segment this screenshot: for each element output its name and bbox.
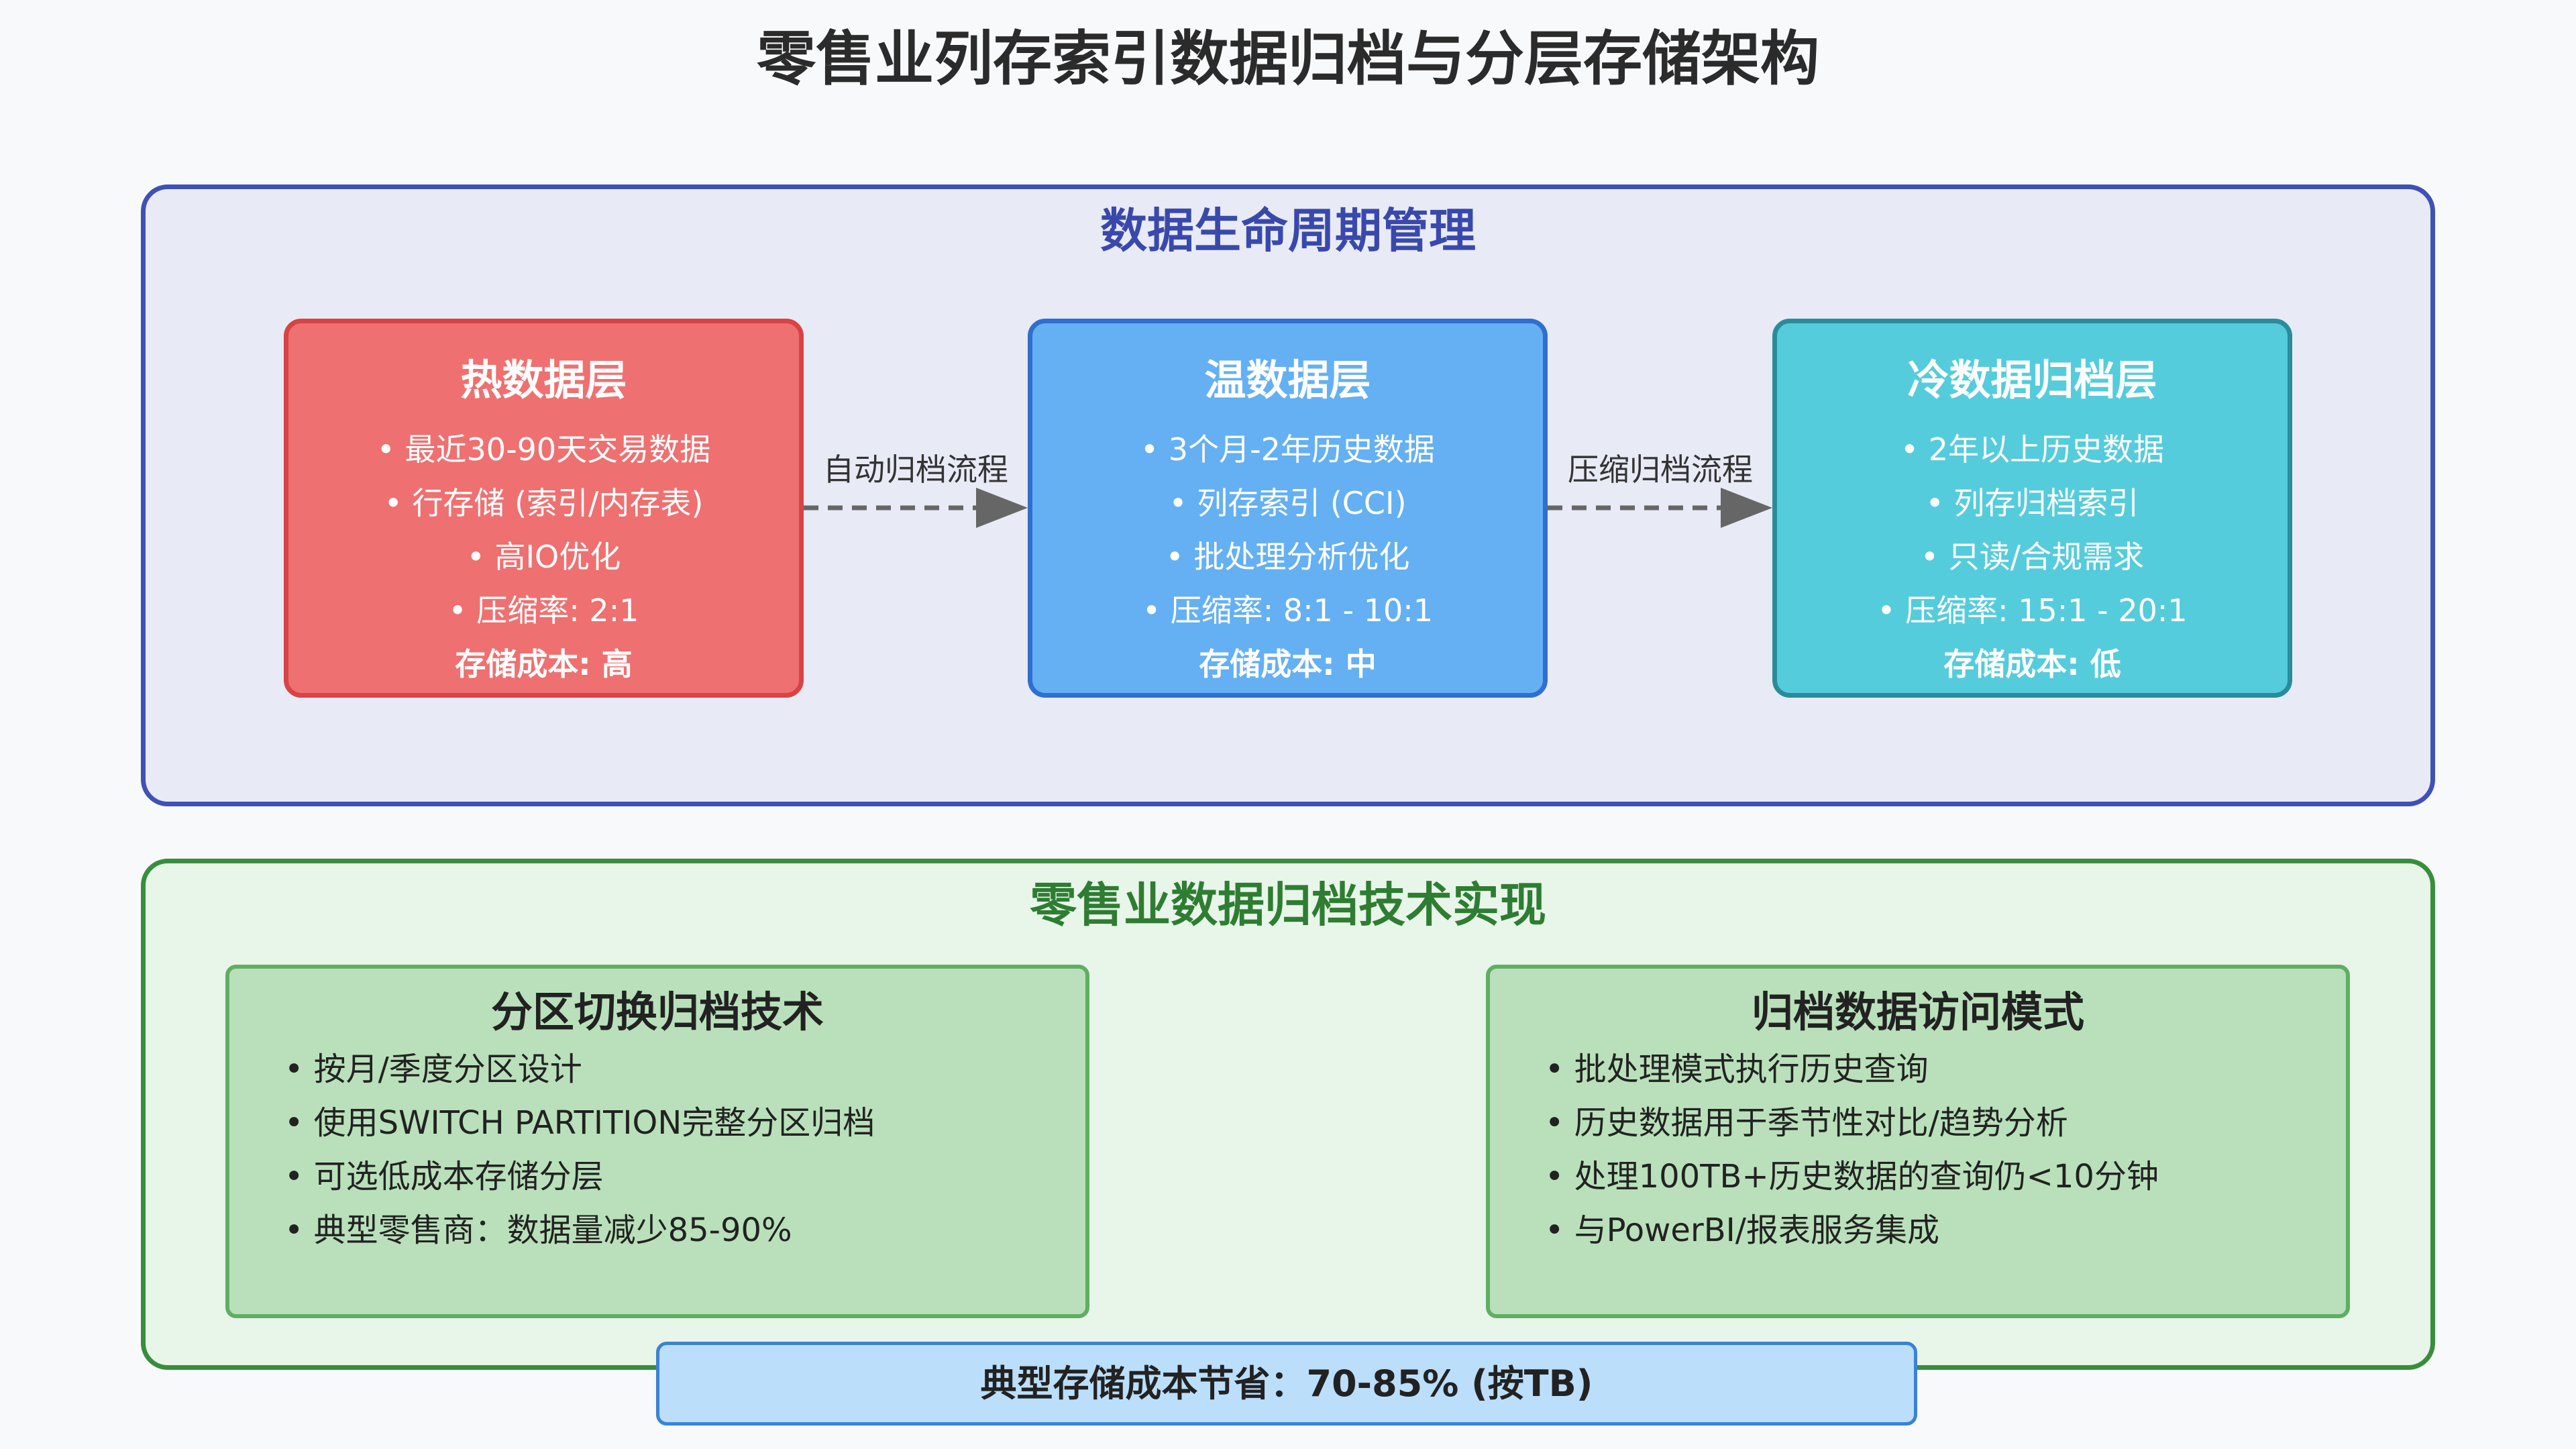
partition-switch-item: • 按月/季度分区设计: [284, 1051, 582, 1088]
implementation-section-title: 零售业数据归档技术实现: [1030, 877, 1546, 932]
partition-switch-box: 分区切换归档技术 • 按月/季度分区设计 • 使用SWITCH PARTITIO…: [225, 965, 1089, 1318]
hot-tier-cost: 存储成本: 高: [455, 646, 633, 682]
cold-tier-list: • 2年以上历史数据 • 列存归档索引 • 只读/合规需求 • 压缩率: 15:…: [1777, 423, 2288, 637]
cold-tier-item: • 压缩率: 15:1 - 20:1: [1877, 592, 2188, 629]
cold-tier-cost: 存储成本: 低: [1943, 646, 2121, 682]
savings-banner: 典型存储成本节省：70-85% (按TB): [656, 1342, 1917, 1426]
warm-tier-item: • 3个月-2年历史数据: [1140, 431, 1435, 468]
hot-tier-title: 热数据层: [460, 356, 627, 405]
hot-tier-item: • 压缩率: 2:1: [448, 592, 639, 629]
partition-switch-list: • 按月/季度分区设计 • 使用SWITCH PARTITION完整分区归档 •…: [229, 1042, 1085, 1257]
cold-tier-box: 冷数据归档层 • 2年以上历史数据 • 列存归档索引 • 只读/合规需求 • 压…: [1772, 319, 2292, 698]
warm-tier-title: 温数据层: [1204, 356, 1371, 405]
hot-tier-box: 热数据层 • 最近30-90天交易数据 • 行存储 (索引/内存表) • 高IO…: [284, 319, 804, 698]
hot-tier-item: • 行存储 (索引/内存表): [384, 485, 704, 521]
cold-tier-item: • 2年以上历史数据: [1900, 431, 2165, 468]
hot-tier-item: • 高IO优化: [466, 539, 621, 575]
cold-tier-item: • 只读/合规需求: [1920, 539, 2145, 575]
archive-access-item: • 处理100TB+历史数据的查询仍<10分钟: [1545, 1158, 2159, 1195]
archive-access-title: 归档数据访问模式: [1751, 987, 2084, 1036]
auto-archive-flow-label: 自动归档流程: [823, 451, 1008, 488]
archive-access-item: • 与PowerBI/报表服务集成: [1545, 1212, 1939, 1249]
warm-tier-item: • 列存索引 (CCI): [1169, 485, 1407, 521]
archive-access-list: • 批处理模式执行历史查询 • 历史数据用于季节性对比/趋势分析 • 处理100…: [1490, 1042, 2346, 1257]
archive-access-item: • 历史数据用于季节性对比/趋势分析: [1545, 1104, 2068, 1142]
cold-tier-title: 冷数据归档层: [1907, 356, 2157, 405]
hot-tier-list: • 最近30-90天交易数据 • 行存储 (索引/内存表) • 高IO优化 • …: [288, 423, 799, 637]
partition-switch-item: • 典型零售商：数据量减少85-90%: [284, 1212, 792, 1249]
compress-archive-flow-label: 压缩归档流程: [1568, 451, 1753, 488]
page-title: 零售业列存索引数据归档与分层存储架构: [756, 24, 1819, 93]
warm-tier-box: 温数据层 • 3个月-2年历史数据 • 列存索引 (CCI) • 批处理分析优化…: [1028, 319, 1548, 698]
partition-switch-item: • 可选低成本存储分层: [284, 1158, 604, 1195]
warm-tier-item: • 压缩率: 8:1 - 10:1: [1142, 592, 1434, 629]
archive-access-box: 归档数据访问模式 • 批处理模式执行历史查询 • 历史数据用于季节性对比/趋势分…: [1486, 965, 2350, 1318]
warm-tier-item: • 批处理分析优化: [1165, 539, 1410, 575]
partition-switch-title: 分区切换归档技术: [490, 987, 824, 1036]
cold-tier-item: • 列存归档索引: [1925, 485, 2139, 521]
archive-access-item: • 批处理模式执行历史查询: [1545, 1051, 1929, 1088]
warm-tier-cost: 存储成本: 中: [1199, 646, 1377, 682]
warm-tier-list: • 3个月-2年历史数据 • 列存索引 (CCI) • 批处理分析优化 • 压缩…: [1032, 423, 1543, 637]
lifecycle-section-title: 数据生命周期管理: [1100, 203, 1476, 258]
partition-switch-item: • 使用SWITCH PARTITION完整分区归档: [284, 1104, 875, 1142]
hot-tier-item: • 最近30-90天交易数据: [376, 431, 711, 468]
